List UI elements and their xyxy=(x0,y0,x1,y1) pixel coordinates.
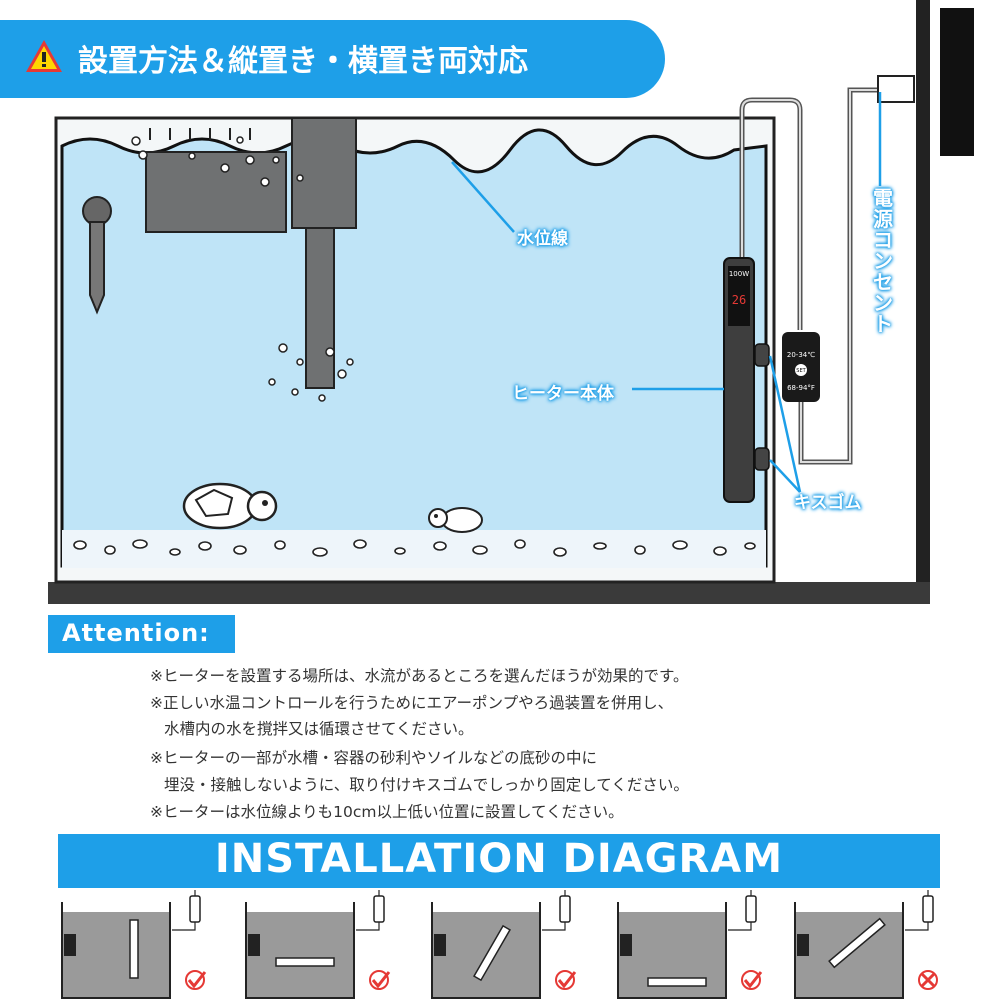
svg-text:SET: SET xyxy=(796,368,806,374)
diagram-panel-diagonal xyxy=(431,890,577,999)
heater-body-label: ヒーター本体 xyxy=(512,384,614,404)
check-icon xyxy=(369,970,391,990)
diagram-heater xyxy=(828,917,886,969)
air-stone-filter xyxy=(291,117,357,389)
attention-note: ※正しい水温コントロールを行うためにエアーポンプやろ過装置を併用し、 xyxy=(150,694,674,712)
diagram-heater xyxy=(473,924,511,982)
diagram-panel-horizontal xyxy=(245,890,391,999)
gravel xyxy=(62,530,766,568)
attention-note: ※ヒーターを設置する場所は、水流があるところを選んだほうが効果的です。 xyxy=(150,667,689,685)
power-strip xyxy=(940,8,974,156)
hang-on-filter xyxy=(145,128,287,233)
suction-cup-label: キスゴム xyxy=(794,493,862,513)
temperature-controller: 20-34℃ SET 68-94°F xyxy=(782,332,820,402)
page-title: 設置方法＆縦置き・横置き両対応 xyxy=(78,44,528,79)
diagram-heater xyxy=(647,977,707,987)
water xyxy=(60,128,768,568)
attention-note: ※ヒーターは水位線よりも10cm以上低い位置に設置してください。 xyxy=(150,803,624,821)
shelf xyxy=(48,582,930,604)
heater-wattage: 100W xyxy=(729,270,749,278)
thermometer xyxy=(82,196,112,315)
plug xyxy=(877,75,915,103)
diagram-panel-horizontal-bottom xyxy=(617,890,763,999)
heater-display: 26 xyxy=(732,293,746,307)
gravel-stones xyxy=(73,539,756,557)
turtle-small xyxy=(428,507,483,533)
svg-text:68-94°F: 68-94°F xyxy=(787,384,815,392)
svg-text:20-34℃: 20-34℃ xyxy=(787,351,815,359)
installation-diagram-heading: INSTALLATION DIAGRAM xyxy=(214,836,784,882)
installation-diagrams xyxy=(61,890,938,999)
diagram-panel-vertical xyxy=(61,890,207,999)
attention-note: 水槽内の水を撹拌又は循環させてください。 xyxy=(164,720,474,738)
attention-heading: Attention: xyxy=(62,619,210,647)
title-banner xyxy=(0,20,665,98)
diagram-heater xyxy=(129,919,139,979)
attention-note: 埋没・接触しないように、取り付けキスゴムでしっかり固定してください。 xyxy=(164,776,689,794)
callout-lines xyxy=(451,92,882,493)
bubbles xyxy=(131,136,354,402)
water-line-label: 水位線 xyxy=(517,229,568,249)
warning-icon xyxy=(26,40,62,72)
diagram-heater xyxy=(275,957,335,967)
aquarium-scene: 100W 26 20-34℃ SET 68-94°F xyxy=(48,0,974,604)
installation-diagram-banner xyxy=(58,834,940,888)
attention-banner xyxy=(48,615,235,653)
turtle-large xyxy=(182,482,278,530)
cross-icon xyxy=(918,970,938,990)
attention-note: ※ヒーターの一部が水槽・容器の砂利やソイルなどの底砂の中に xyxy=(150,749,597,767)
diagram-panel-diagonal-exposed xyxy=(794,890,938,999)
check-icon xyxy=(185,970,207,990)
wall xyxy=(916,0,930,582)
heater: 100W 26 xyxy=(723,97,803,503)
check-icon xyxy=(555,970,577,990)
check-icon xyxy=(741,970,763,990)
power-outlet-label: 電源コンセント xyxy=(873,186,893,336)
